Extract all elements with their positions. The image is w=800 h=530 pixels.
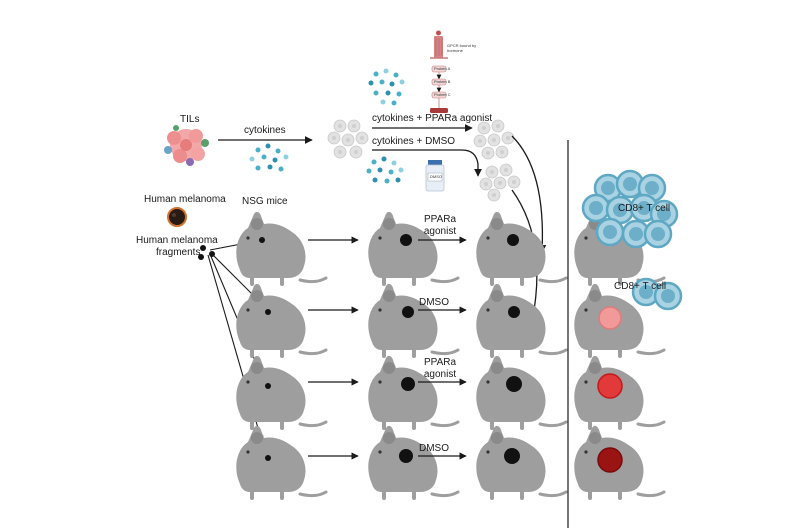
dmso-vial-icon: [425, 160, 445, 192]
outcome-row-1: [572, 169, 679, 286]
human-melanoma-icon: [167, 207, 187, 227]
cytokines-ppara-label: cytokines + PPARa agonist: [372, 113, 493, 124]
mouse-row-4: [234, 423, 568, 500]
protein-a-label: Protein A: [434, 66, 451, 71]
row1-ppara-label-2: agonist: [423, 226, 457, 237]
row4-dmso-label: DMSO: [419, 443, 449, 454]
cytokines-cluster-3: [366, 156, 404, 184]
cytokines-cluster-1: [249, 143, 289, 172]
cd8-label-1: CD8+ T cell: [618, 203, 671, 214]
gpcr-label-1: GPCR bound by: [447, 43, 477, 48]
cd8-label-2: CD8+ T cell: [614, 281, 667, 292]
dmso-treated-tils: [479, 163, 521, 202]
gpcr-pathway-icon: [430, 30, 448, 113]
dmso-vial-label: DMSO: [430, 174, 442, 179]
melanoma-fragments: [198, 245, 215, 260]
nsg-mice-label: NSG mice: [242, 196, 288, 207]
human-melanoma-label: Human melanoma: [144, 194, 226, 205]
outcome-row-4: [572, 423, 666, 500]
fragments-label-2: fragments: [156, 247, 201, 258]
tils-label: TILs: [180, 114, 200, 125]
protein-b-label: Protein B: [434, 79, 451, 84]
cytokines-cluster-2: [368, 68, 405, 106]
cytokines-label: cytokines: [244, 125, 286, 136]
mouse-row-3: [234, 353, 568, 430]
mouse-row-1: [234, 209, 568, 286]
mouse-row-2: [234, 281, 568, 358]
fragments-label-1: Human melanoma: [136, 235, 218, 246]
expanded-tils: [327, 119, 369, 159]
row2-dmso-label: DMSO: [419, 297, 449, 308]
row1-ppara-label-1: PPARa: [423, 214, 457, 225]
cytokines-dmso-label: cytokines + DMSO: [372, 136, 456, 147]
protein-c-label: Protein C: [434, 92, 451, 97]
gpcr-label-2: hormone: [447, 48, 463, 53]
tils-clump: [164, 125, 209, 166]
outcome-row-2: [572, 277, 683, 358]
row3-ppara-label-2: agonist: [423, 369, 457, 380]
row3-ppara-label-1: PPARa: [423, 357, 457, 368]
ppara-treated-tils: [473, 119, 515, 160]
outcome-row-3: [572, 353, 666, 430]
